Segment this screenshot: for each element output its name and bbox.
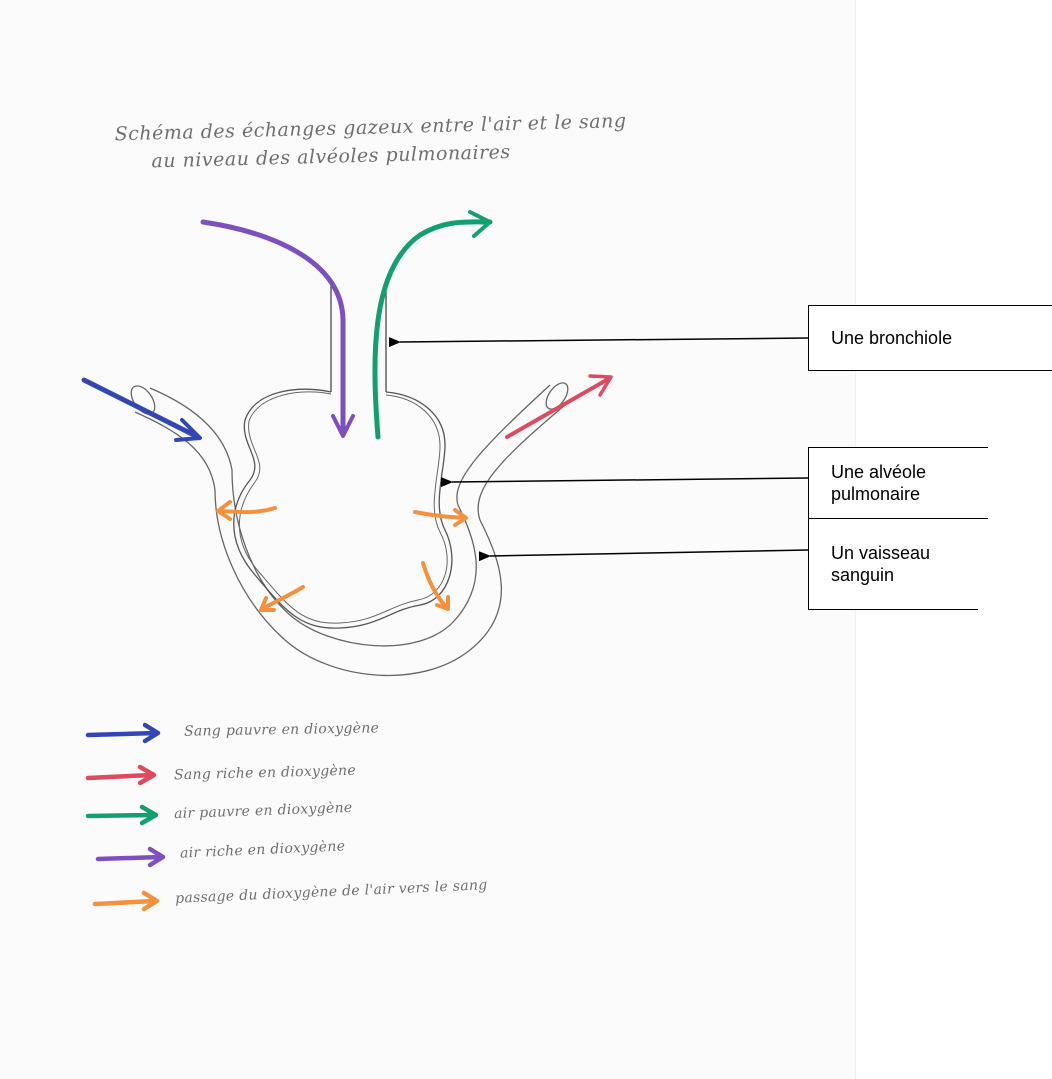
alveolus-outer-wall: [233, 388, 453, 629]
green-arrow-head: [468, 210, 492, 238]
blood-vessel-inner-outline: [149, 384, 551, 647]
purple-arrow-head: [331, 414, 355, 438]
alveolus-inner-wall: [238, 391, 448, 624]
label-bronchiole: Une bronchiole: [808, 305, 1052, 371]
vessel-right-opening: [545, 382, 569, 410]
blue-arrow-head: [174, 418, 202, 442]
orange-arrows-oxygen-transfer: [216, 500, 468, 612]
blood-vessel-outline: [134, 404, 566, 677]
paper-sheet: [0, 0, 856, 1079]
pointer-bronchiole: [388, 337, 809, 348]
label-vaisseau-text: Un vaisseau sanguin: [831, 543, 931, 585]
pointer-alveole: [440, 477, 809, 488]
label-alveole-text: Une alvéole pulmonaire: [831, 462, 927, 504]
legend-item-blue: Sang pauvre en dioxygène: [183, 720, 380, 740]
label-vaisseau: Un vaisseau sanguin: [808, 518, 978, 610]
red-arrow-head: [588, 374, 613, 397]
label-alveole: Une alvéole pulmonaire: [808, 447, 988, 519]
blue-arrow-blood-in: [81, 377, 201, 440]
red-arrow-blood-out: [505, 376, 612, 439]
green-arrow-air-out: [372, 219, 493, 440]
purple-arrow-air-in: [200, 219, 346, 433]
label-bronchiole-text: Une bronchiole: [831, 328, 953, 348]
pointer-vaisseau: [478, 549, 809, 562]
legend-arrows: [85, 722, 166, 912]
